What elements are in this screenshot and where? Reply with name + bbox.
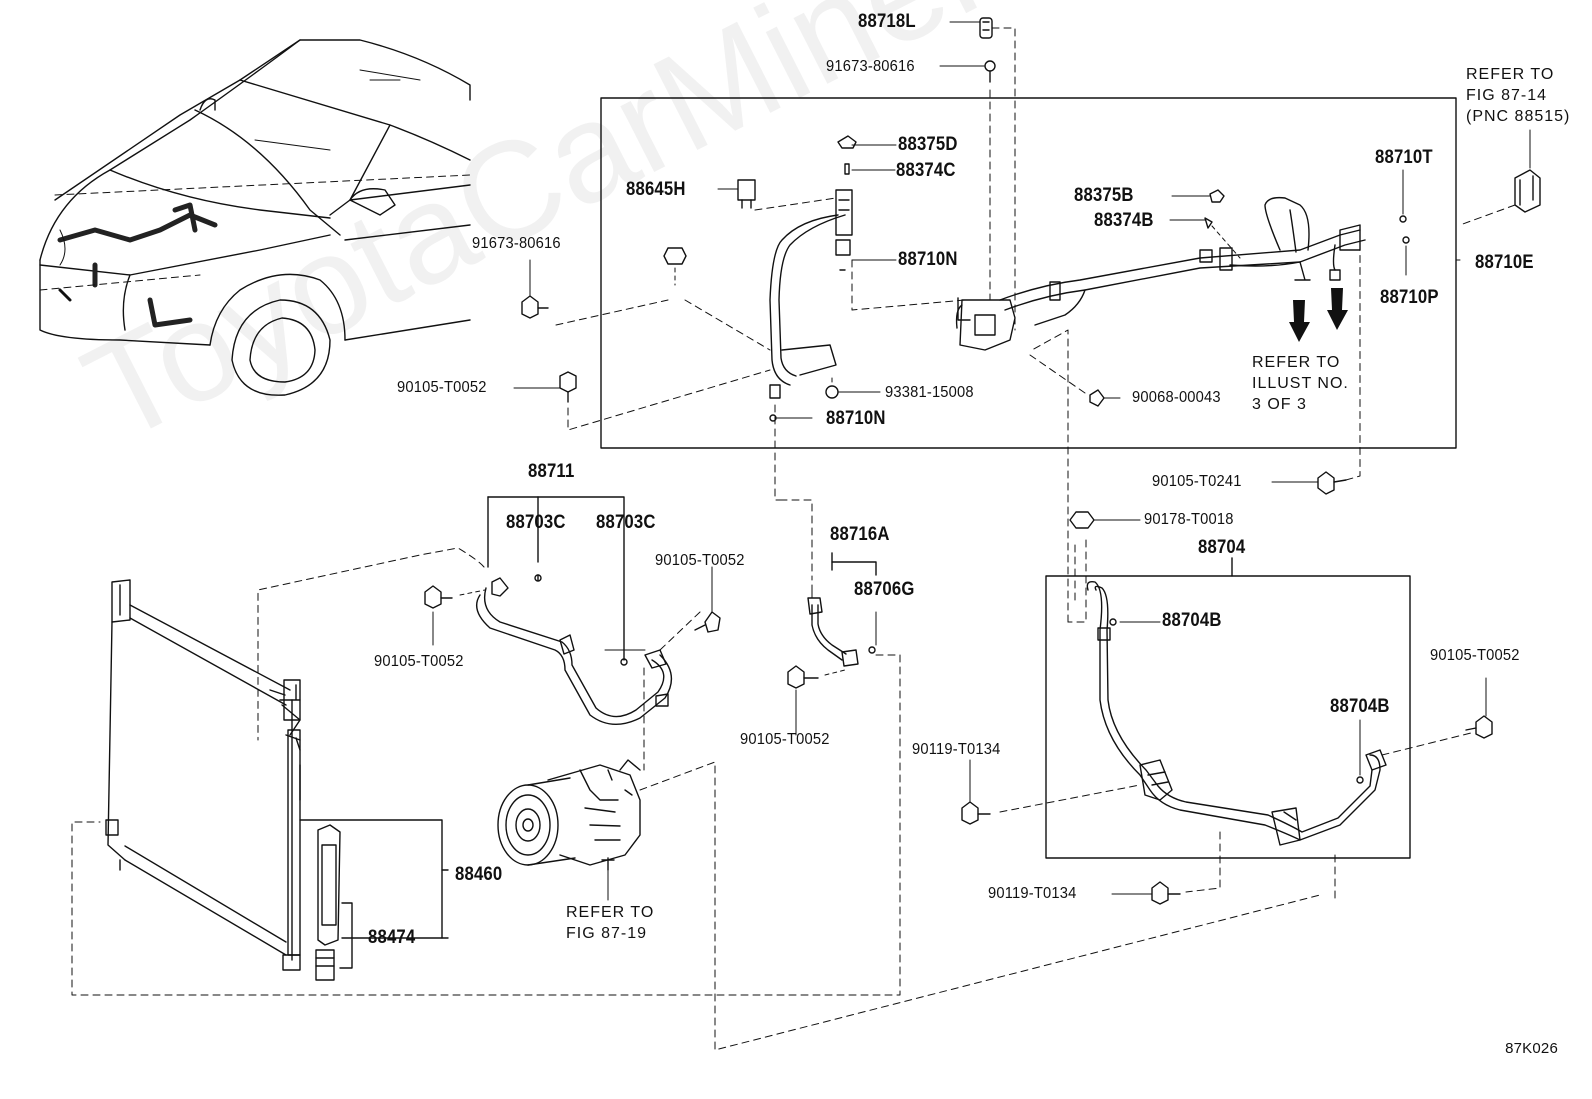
bolt-91673-80616-top (939, 60, 996, 301)
bolt-91673-80616-left (521, 259, 669, 326)
tube-assembly-box (600, 97, 1457, 449)
label-88374b: 88374B (1094, 210, 1154, 231)
bolt-90119-t0134-a (961, 759, 991, 825)
label-90105-t0052-a: 90105-T0052 (397, 379, 487, 396)
vehicle-sketch (39, 39, 471, 396)
label-88710p: 88710P (1380, 287, 1439, 308)
figure-code: 87K026 (1505, 1040, 1558, 1057)
label-88474: 88474 (368, 927, 416, 948)
label-90178-t0018: 90178-T0018 (1144, 511, 1234, 528)
hose-88716a (71, 499, 901, 996)
label-90105-t0052-d: 90105-T0052 (740, 731, 830, 748)
label-90105-t0241: 90105-T0241 (1152, 473, 1242, 490)
note-refer-fig-87-14: REFER TO FIG 87-14 (PNC 88515) (1466, 66, 1571, 125)
label-88460: 88460 (455, 864, 503, 885)
hose-assembly-box (1045, 575, 1411, 859)
label-88704b-upper: 88704B (1162, 610, 1222, 631)
bolt-90105-t0052-mid (424, 585, 486, 646)
vertical-pipe-left (769, 135, 966, 386)
service-valve-88515 (1459, 129, 1541, 226)
label-88374c: 88374C (896, 160, 956, 181)
bolt-90105-t0241 (1271, 249, 1361, 495)
hose-group-88711 (257, 496, 701, 771)
bolt-90119-t0134-b (1111, 881, 1181, 905)
label-88710e: 88710E (1475, 252, 1534, 273)
bolt-90105-t0052-right (1465, 677, 1493, 739)
condenser-88460 (105, 579, 449, 981)
note-refer-illust: REFER TO ILLUST NO. 3 OF 3 (1252, 354, 1349, 413)
label-88704b-lower: 88704B (1330, 696, 1390, 717)
bolt-93381-15008 (825, 377, 881, 399)
label-91673-80616-left: 91673-80616 (472, 235, 561, 252)
bolt-90105-t0052-lower (787, 665, 846, 736)
refer-arrows (1289, 288, 1348, 342)
label-88710n-lower: 88710N (826, 408, 886, 429)
nut-left (663, 247, 771, 351)
label-91673-80616-top: 91673-80616 (826, 58, 915, 75)
nut-90178-t0018 (1069, 511, 1141, 529)
hose-88704 (999, 329, 1476, 899)
label-88375b: 88375B (1074, 185, 1134, 206)
pressure-switch-88645h (717, 179, 837, 211)
label-90068-00043: 90068-00043 (1132, 389, 1221, 406)
label-88711: 88711 (528, 461, 575, 482)
clip-88718l (949, 17, 1016, 331)
label-90119-t0134-a: 90119-T0134 (912, 741, 1001, 758)
label-88710n-upper: 88710N (898, 249, 958, 270)
label-88704: 88704 (1198, 537, 1246, 558)
label-90105-t0052-c: 90105-T0052 (374, 653, 464, 670)
cap-88375b (1169, 189, 1241, 259)
label-88703c-left: 88703C (506, 512, 566, 533)
label-88645h: 88645H (626, 179, 686, 200)
label-90105-t0052-e: 90105-T0052 (1430, 647, 1520, 664)
label-88375d: 88375D (898, 134, 958, 155)
label-88703c-right: 88703C (596, 512, 656, 533)
label-90105-t0052-b: 90105-T0052 (655, 552, 745, 569)
label-90119-t0134-b: 90119-T0134 (988, 885, 1077, 902)
o-rings-88710t-88710p (1399, 169, 1461, 276)
label-88718l: 88718L (858, 11, 916, 32)
tube-88710e (999, 196, 1366, 326)
label-93381-15008: 93381-15008 (885, 384, 974, 401)
block-fitting (955, 297, 1016, 351)
label-88710t: 88710T (1375, 147, 1433, 168)
compressor (497, 759, 1321, 1051)
label-88716a: 88716A (830, 524, 890, 545)
bolt-90068-00043 (1029, 354, 1121, 407)
bolt-90105-t0052-right-hose (694, 566, 721, 633)
clip-88710n-lower (769, 384, 813, 501)
label-88706g: 88706G (854, 579, 915, 600)
note-refer-fig-87-19: REFER TO FIG 87-19 (566, 904, 655, 942)
bolt-90105-t0052-left (513, 369, 771, 431)
